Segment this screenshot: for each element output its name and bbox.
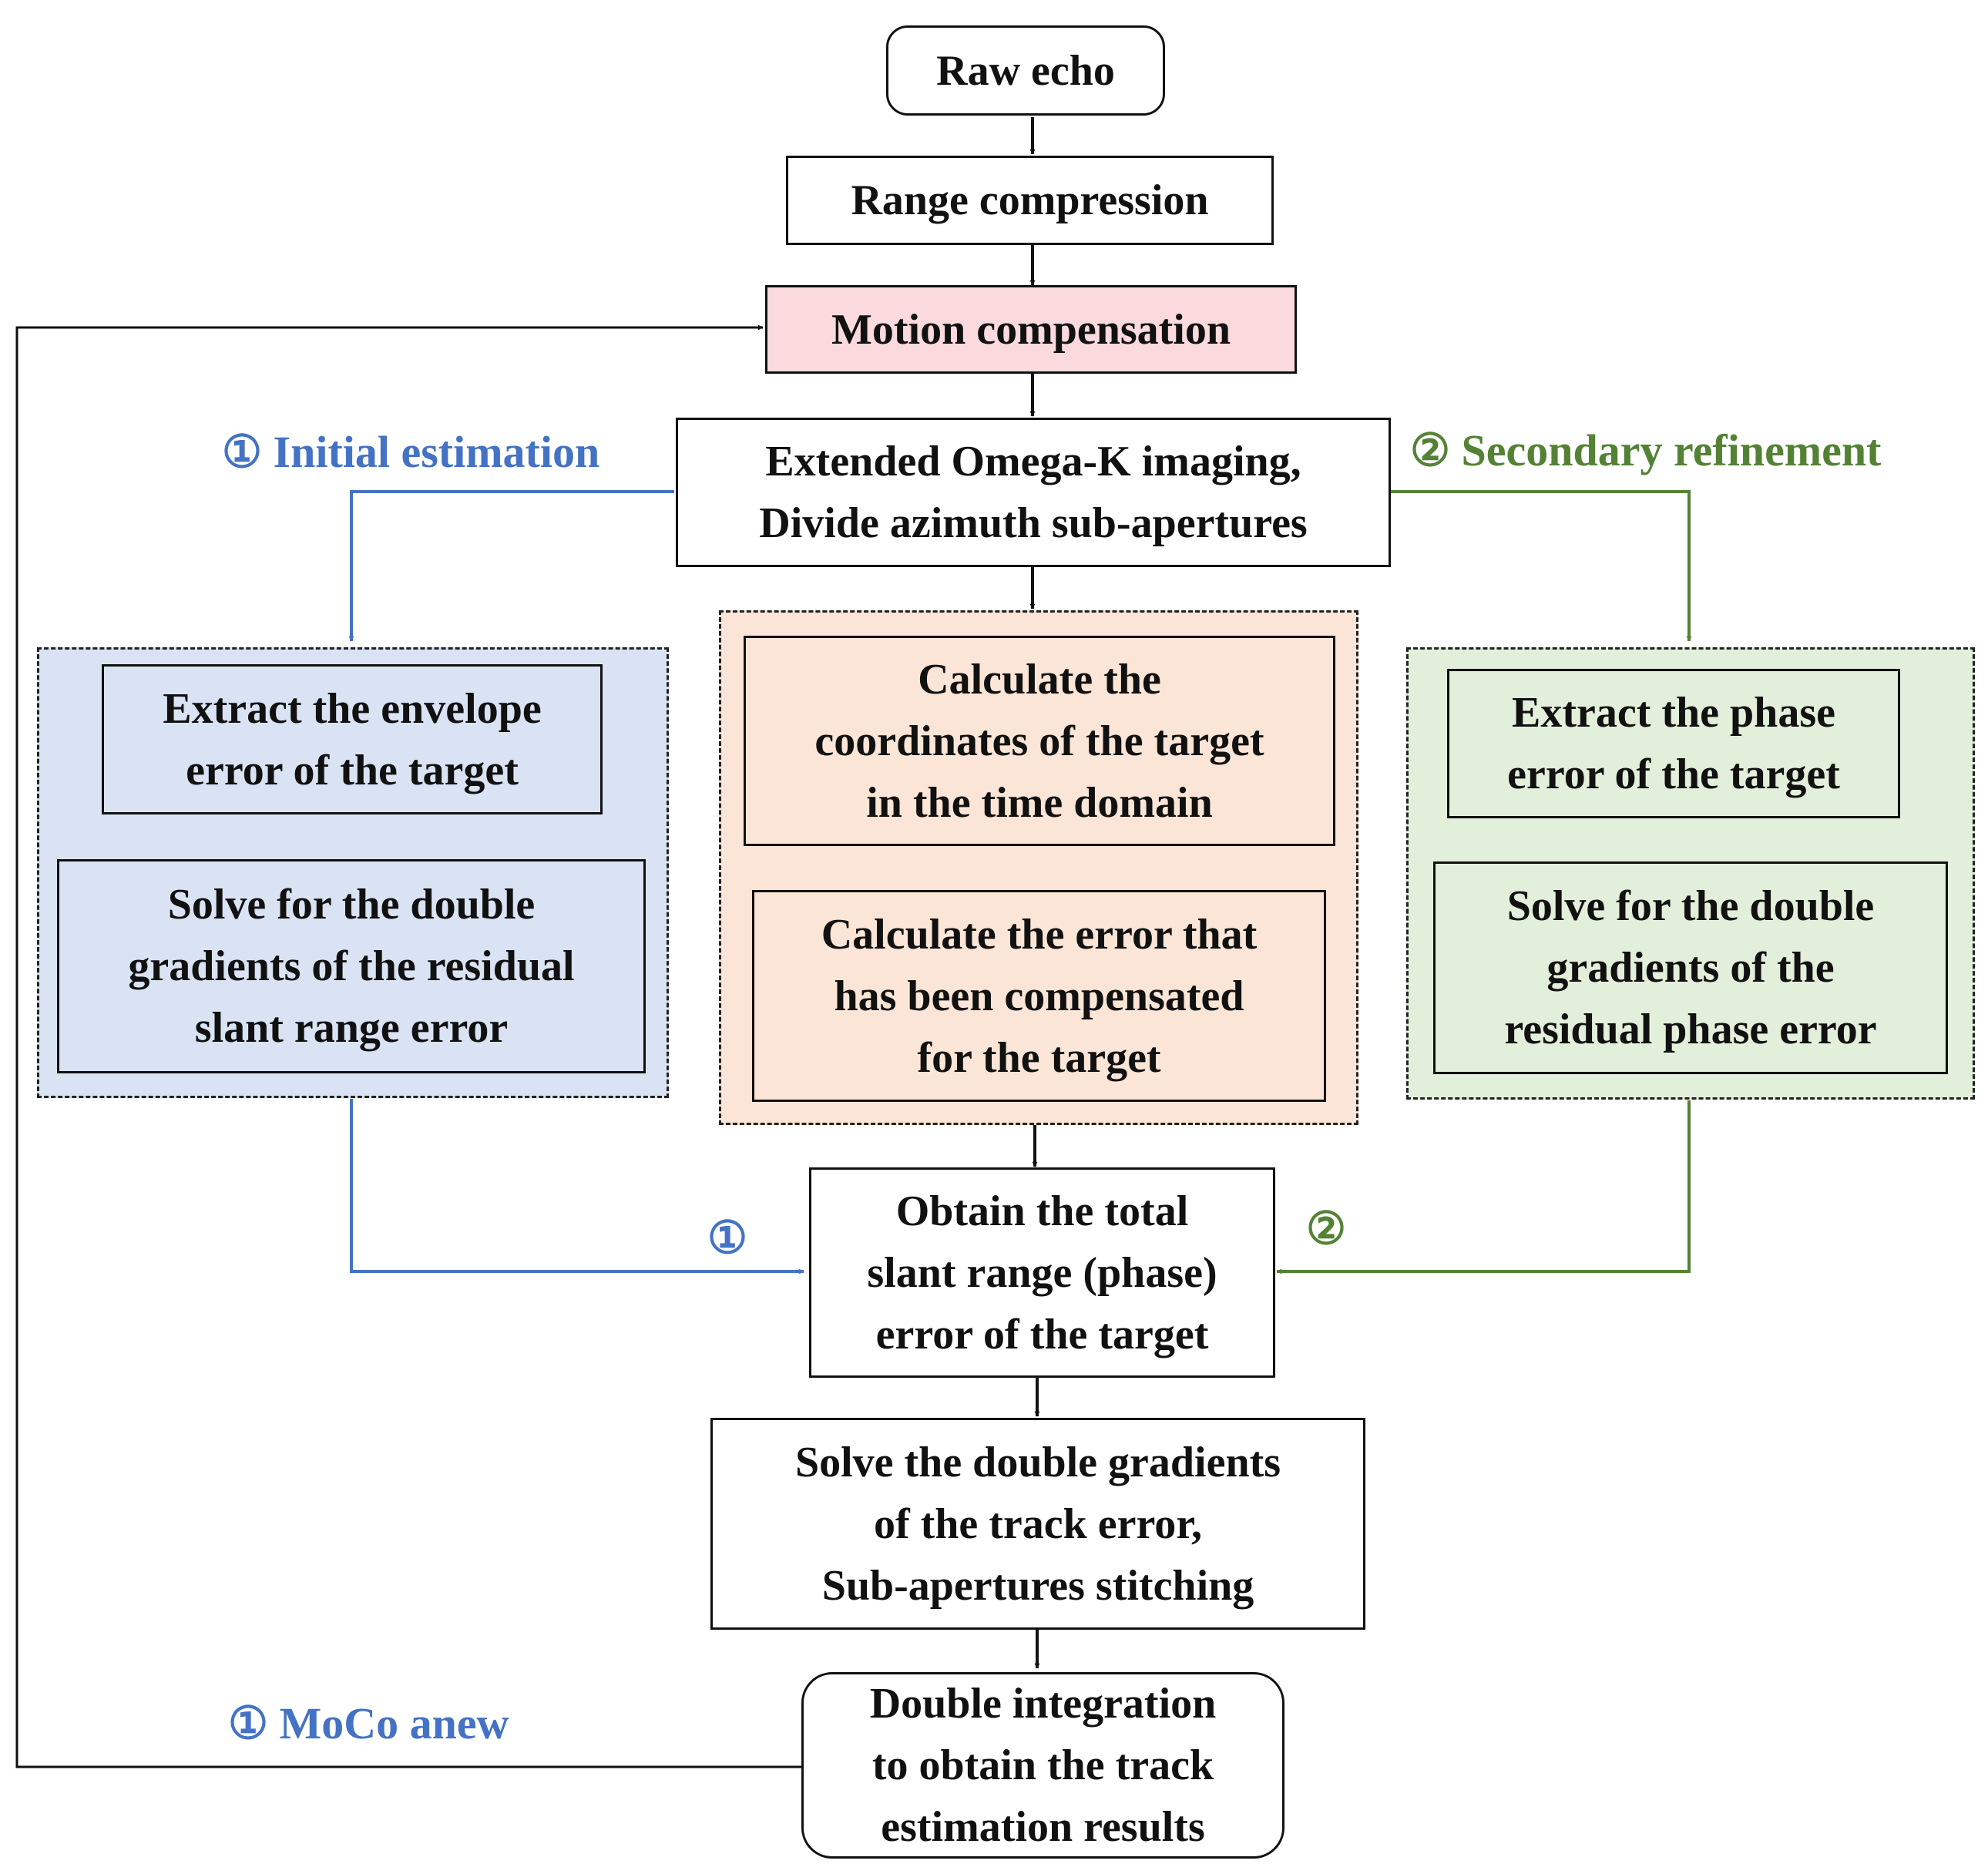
calculate-coordinates-node: Calculate the coordinates of the target … xyxy=(744,636,1335,846)
arrow-omegak-to-left-group xyxy=(348,490,674,642)
arrow-left-group-to-total xyxy=(350,1099,804,1275)
arrow-feedback-loop xyxy=(15,324,801,1768)
solve-phase-gradients-node: Solve for the double gradients of the re… xyxy=(1433,861,1948,1074)
arrow-right-group-to-total xyxy=(1276,1100,1691,1275)
initial-estimation-label: ① Initial estimation xyxy=(222,427,600,477)
omega-k-imaging-node: Extended Omega-K imaging, Divide azimuth… xyxy=(676,418,1391,567)
arrow-omegak-to-right-group xyxy=(1391,490,1692,642)
moco-anew-label: ① MoCo anew xyxy=(228,1698,509,1748)
branch-two-marker: ② xyxy=(1306,1204,1346,1254)
extract-envelope-error-node: Extract the envelope error of the target xyxy=(102,664,603,814)
obtain-total-error-node: Obtain the total slant range (phase) err… xyxy=(809,1167,1275,1378)
solve-slant-range-gradients-node: Solve for the double gradients of the re… xyxy=(57,859,646,1073)
raw-echo-node: Raw echo xyxy=(886,25,1165,116)
solve-track-error-node: Solve the double gradients of the track … xyxy=(710,1418,1365,1630)
range-compression-node: Range compression xyxy=(786,156,1274,245)
calculate-compensated-error-node: Calculate the error that has been compen… xyxy=(752,890,1326,1102)
secondary-refinement-label: ② Secondary refinement xyxy=(1410,425,1882,475)
branch-one-marker: ① xyxy=(707,1213,747,1263)
extract-phase-error-node: Extract the phase error of the target xyxy=(1447,669,1900,818)
motion-compensation-node: Motion compensation xyxy=(765,285,1297,374)
double-integration-node: Double integration to obtain the track e… xyxy=(801,1672,1284,1859)
